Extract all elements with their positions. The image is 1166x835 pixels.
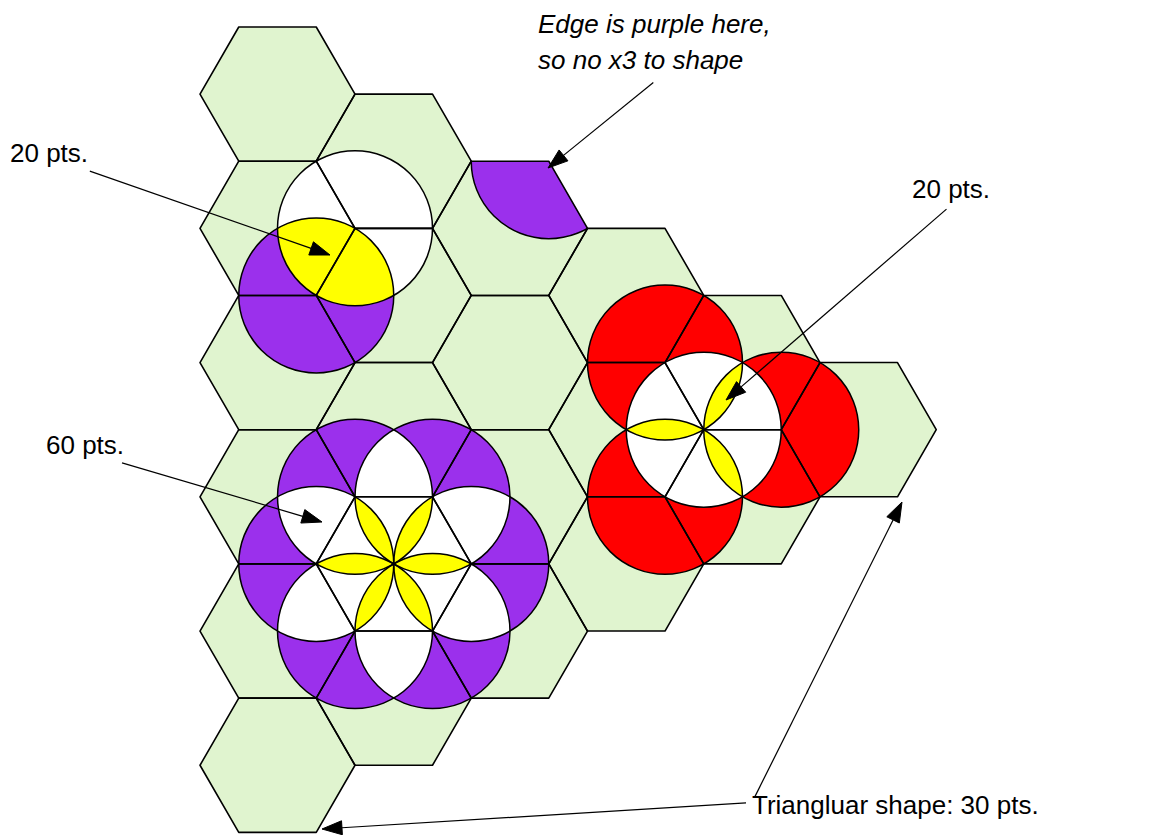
hex-outline <box>200 27 355 161</box>
leader-line <box>741 209 946 387</box>
score-label: 60 pts. <box>46 430 124 461</box>
hex-outline <box>549 228 704 362</box>
hex-outline <box>433 295 588 429</box>
hex-outline <box>200 430 355 564</box>
leader-line <box>755 520 893 797</box>
leader-line <box>90 171 311 248</box>
arrow-head <box>301 510 322 523</box>
hex-outline <box>549 363 704 497</box>
leader-arrow <box>726 209 946 400</box>
hex-outline <box>316 497 471 631</box>
note-label: Edge is purple here, so no x3 to shape <box>538 6 778 79</box>
hex-outline <box>316 228 471 362</box>
hex-outline <box>316 363 471 497</box>
hex-board <box>200 27 936 832</box>
score-label: Triangluar shape: 30 pts. <box>752 790 1039 821</box>
hex-outline <box>665 430 820 564</box>
hex-outline <box>200 564 355 698</box>
arrow-head <box>887 502 902 523</box>
hex-outline <box>433 430 588 564</box>
leader-line <box>342 803 746 828</box>
hex-outline <box>200 295 355 429</box>
tile-pieces <box>239 84 859 709</box>
hex-outline <box>433 161 588 295</box>
leader-lines <box>90 83 947 835</box>
arrow-head <box>322 821 342 835</box>
arrow-head <box>548 150 568 168</box>
hex-outline <box>433 564 588 698</box>
leader-arrow <box>322 803 746 835</box>
leader-line <box>122 463 303 516</box>
hex-outlines <box>200 27 936 832</box>
leader-line <box>564 83 654 156</box>
hex-outline <box>665 295 820 429</box>
hex-outline <box>549 497 704 631</box>
hex-outline <box>316 631 471 765</box>
hex-outline <box>316 94 471 228</box>
arrow-head <box>726 382 746 400</box>
score-label: 20 pts. <box>912 174 990 205</box>
leader-arrow <box>90 171 330 255</box>
arrow-head <box>309 242 330 255</box>
leader-arrow <box>755 502 902 797</box>
leader-arrow <box>122 463 322 523</box>
score-label: 20 pts. <box>10 138 88 169</box>
hex-outline <box>200 698 355 832</box>
hex-outline <box>781 363 936 497</box>
hex-outline <box>200 161 355 295</box>
leader-arrow <box>548 83 653 168</box>
red-group <box>588 285 859 574</box>
